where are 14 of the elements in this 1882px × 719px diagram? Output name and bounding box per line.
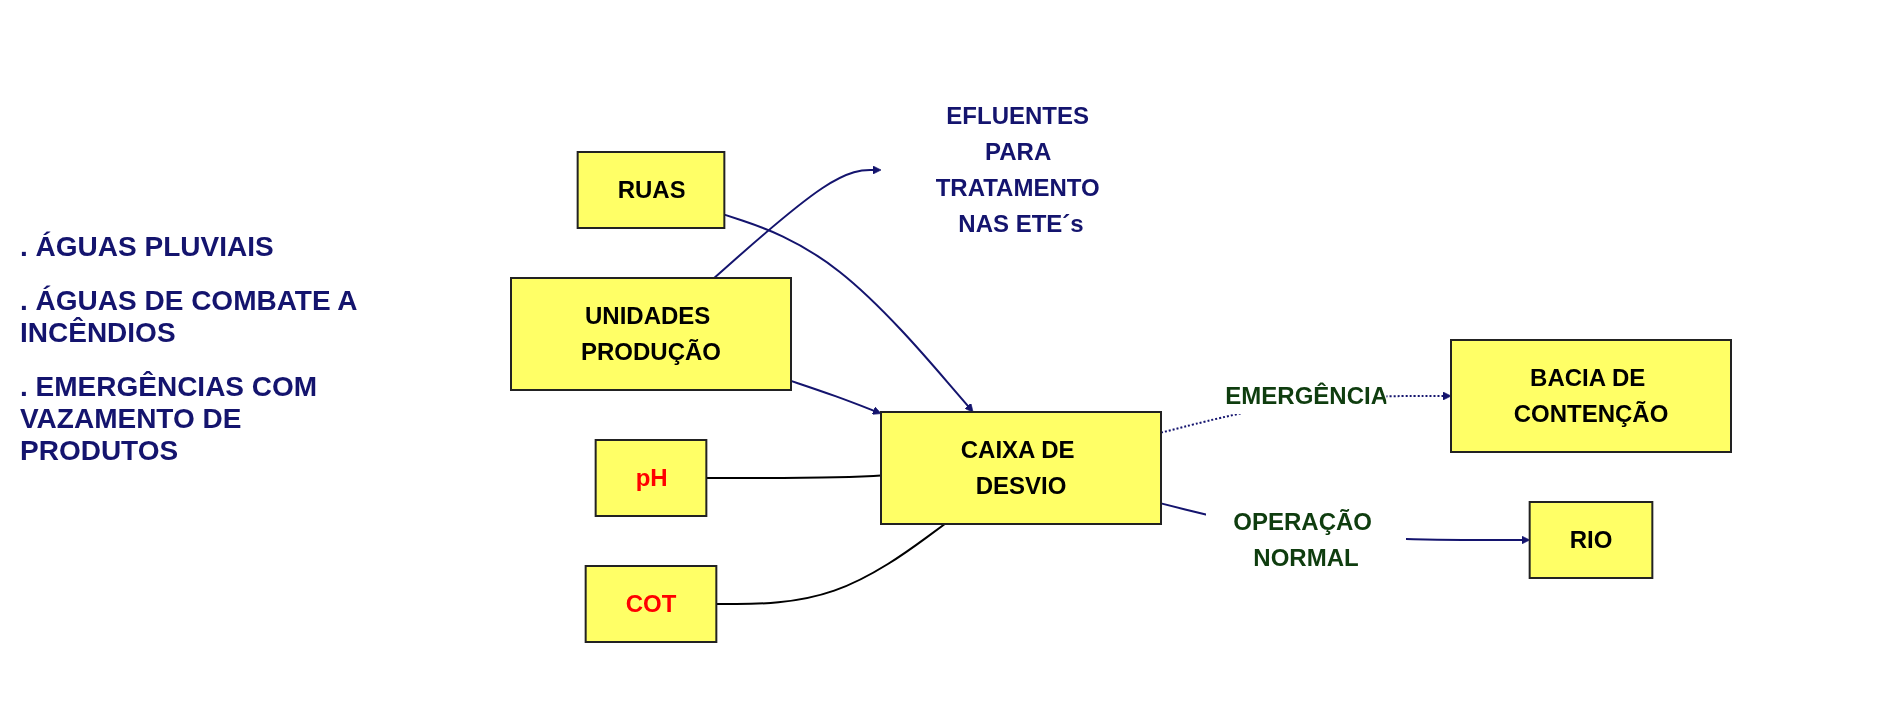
note-text: . ÁGUAS PLUVIAIS: [20, 230, 275, 263]
arrow: [713, 165, 882, 279]
note-text: . ÁGUAS DE COMBATE A INCÊNDIOS: [20, 284, 358, 349]
node-box: UNIDADES PRODUÇÃO: [510, 276, 792, 391]
node-box: RUAS: [576, 150, 726, 229]
edge-label: OPERAÇÃO NORMAL: [1233, 507, 1372, 571]
note-text: . EMERGÊNCIAS COM VAZAMENTO DE PRODUTOS: [20, 370, 319, 467]
edge-label: EMERGÊNCIA: [1225, 381, 1388, 409]
node-box: RIO: [1528, 500, 1654, 579]
node-box: BACIA DE CONTENÇÃO: [1450, 338, 1732, 453]
node-text: EFLUENTES PARA TRATAMENTO NAS ETE´s: [935, 101, 1100, 237]
node-box: CAIXA DE DESVIO: [880, 410, 1162, 525]
node-box: COT: [584, 564, 718, 643]
node-box: pH: [594, 438, 708, 517]
